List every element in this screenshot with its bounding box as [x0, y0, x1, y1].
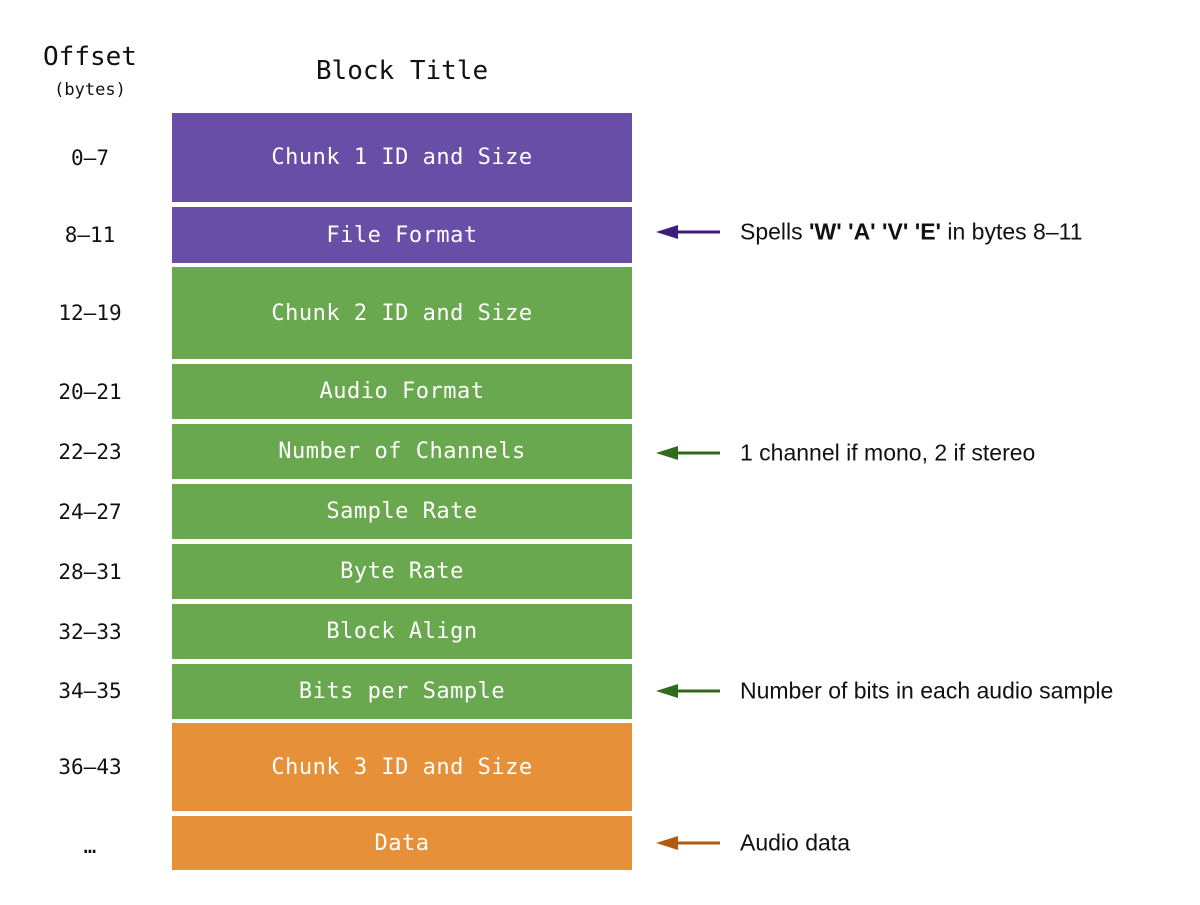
left-arrow-icon	[656, 684, 720, 698]
block-chunk1-id-size: Chunk 1 ID and Size	[172, 113, 632, 202]
block-label: Number of Channels	[278, 439, 526, 464]
block-label: Chunk 3 ID and Size	[271, 754, 533, 780]
annotation-letter: 'E'	[914, 218, 941, 245]
offset-label: 24–27	[58, 500, 122, 524]
block-label: Data	[374, 830, 430, 856]
offset-label: 0–7	[71, 146, 109, 170]
annotation-letter: 'V'	[882, 218, 909, 245]
annotation-letter: 'W'	[809, 218, 842, 245]
block-label: Chunk 2 ID and Size	[271, 300, 533, 326]
block-file-format: File Format	[172, 207, 632, 263]
offset-label: 32–33	[58, 620, 122, 644]
block-data: Data	[172, 816, 632, 870]
offset-label: 8–11	[64, 223, 116, 247]
block-bits-per-sample: Bits per Sample	[172, 664, 632, 719]
annotation-channels: 1 channel if mono, 2 if stereo	[740, 439, 1036, 466]
block-label: Audio Format	[319, 379, 485, 404]
left-arrow-icon	[656, 836, 720, 850]
left-arrow-icon	[656, 446, 720, 460]
annotation-bits-per-sample: Number of bits in each audio sample	[740, 677, 1114, 704]
block-title-header: Block Title	[315, 56, 489, 86]
annotation-prefix: Spells	[740, 218, 803, 245]
block-label: Chunk 1 ID and Size	[271, 145, 533, 170]
block-block-align: Block Align	[172, 604, 632, 659]
block-number-of-channels: Number of Channels	[172, 424, 632, 479]
offset-label: 36–43	[58, 755, 122, 779]
offset-label: …	[83, 834, 97, 858]
block-chunk2-id-size: Chunk 2 ID and Size	[172, 267, 632, 359]
offset-label: 28–31	[58, 560, 122, 584]
annotation-suffix: in bytes 8–11	[947, 218, 1083, 245]
annotation-data: Audio data	[740, 829, 850, 856]
left-arrow-icon	[656, 225, 720, 239]
annotation-letter: 'A'	[848, 218, 876, 245]
block-label: Bits per Sample	[298, 679, 506, 704]
block-label: Sample Rate	[326, 499, 478, 524]
annotation-file-format: Spells 'W' 'A' 'V' 'E' in bytes 8–11	[740, 219, 1083, 246]
offset-label: 34–35	[58, 679, 122, 703]
offset-label: 22–23	[58, 440, 122, 464]
offset-unit: (bytes)	[54, 80, 126, 100]
block-chunk3-id-size: Chunk 3 ID and Size	[172, 723, 632, 811]
offset-label: 20–21	[58, 380, 122, 404]
block-label: File Format	[326, 222, 478, 248]
offset-header: Offset	[43, 42, 137, 72]
block-label: Block Align	[326, 619, 478, 644]
block-audio-format: Audio Format	[172, 364, 632, 419]
block-label: Byte Rate	[340, 559, 464, 584]
block-sample-rate: Sample Rate	[172, 484, 632, 539]
offset-label: 12–19	[58, 301, 122, 325]
block-byte-rate: Byte Rate	[172, 544, 632, 599]
